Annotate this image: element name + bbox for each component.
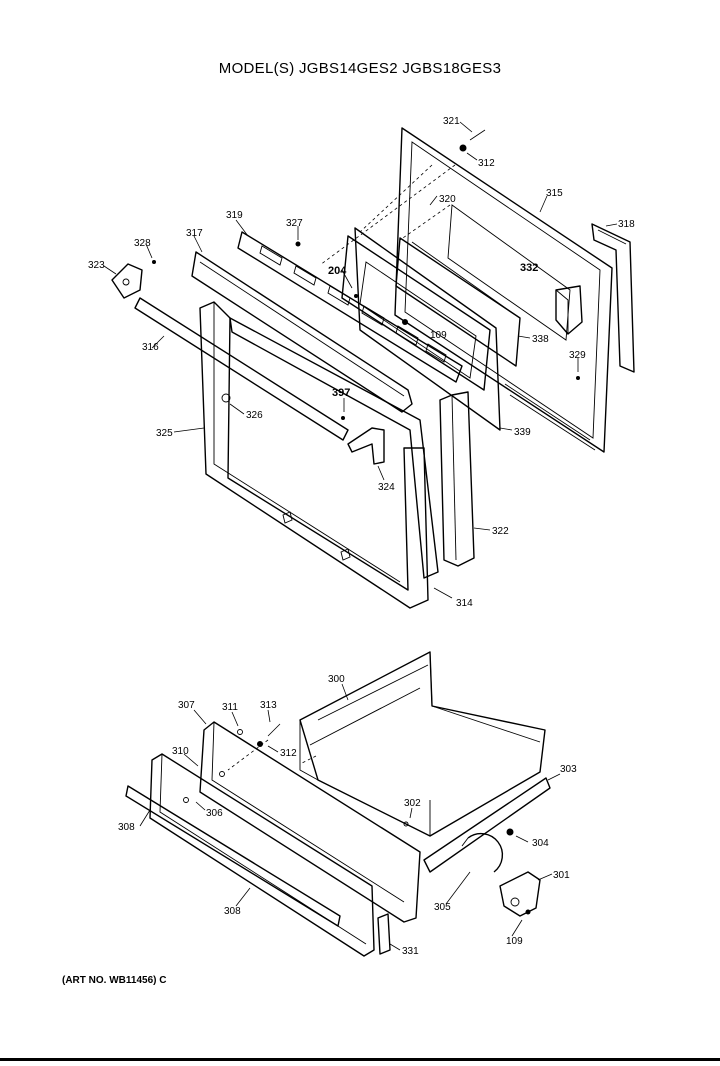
callout-303: 303 (560, 764, 577, 775)
window-frame (341, 235, 491, 391)
callout-397: 397 (332, 387, 350, 399)
callout-325: 325 (156, 428, 173, 439)
callout-316: 316 (142, 342, 159, 353)
outer-door-panel-325 (199, 301, 429, 609)
callout-329: 329 (569, 350, 586, 361)
callout-322: 322 (492, 526, 509, 537)
callout-332: 332 (520, 262, 538, 274)
window-pack-338 (395, 237, 521, 367)
drawer-front-307 (199, 721, 421, 923)
callout-320: 320 (439, 194, 456, 205)
callout-301: 301 (553, 870, 570, 881)
bottom-rule (0, 1058, 720, 1061)
callout-338: 338 (532, 334, 549, 345)
glass-frame-314 (229, 317, 439, 579)
door-glass-339 (354, 227, 501, 431)
callout-310: 310 (172, 746, 189, 757)
callout-312: 312 (478, 158, 495, 169)
callout-308-bottom: 308 (224, 906, 241, 917)
callout-304: 304 (532, 838, 549, 849)
inner-door-panel-315 (394, 127, 613, 453)
callout-318: 318 (618, 219, 635, 230)
latch-bracket-324 (347, 427, 385, 465)
callout-307: 307 (178, 700, 195, 711)
side-channel-322 (439, 391, 475, 567)
clip-331 (377, 913, 391, 955)
leader-lines-upper (103, 121, 618, 599)
callout-308-left: 308 (118, 822, 135, 833)
hinge-strip-318 (591, 223, 635, 373)
callout-302: 302 (404, 798, 421, 809)
hinge-piece-323 (111, 263, 143, 299)
callout-326: 326 (246, 410, 263, 421)
vent-bracket-332 (555, 285, 583, 335)
callout-339: 339 (514, 427, 531, 438)
drawer-handle-308 (125, 785, 341, 927)
drawer-body-300 (299, 651, 546, 837)
screws-upper (152, 129, 580, 420)
callout-313: 313 (260, 700, 277, 711)
callout-327: 327 (286, 218, 303, 229)
handle-rod-316 (134, 297, 349, 441)
callout-305: 305 (434, 902, 451, 913)
bracket-301 (499, 871, 541, 917)
callout-314: 314 (456, 598, 473, 609)
leader-lines-lower (139, 683, 561, 951)
callout-204: 204 (328, 265, 347, 277)
callout-109-lower: 109 (506, 936, 523, 947)
callout-315: 315 (546, 188, 563, 199)
drawer-trim-306 (149, 753, 375, 957)
callout-331: 331 (402, 946, 419, 957)
callout-306-upper: 306 (206, 808, 223, 819)
screws-lower (183, 723, 514, 836)
callout-311: 311 (222, 702, 238, 713)
callout-321: 321 (443, 116, 460, 127)
callout-300: 300 (328, 674, 345, 685)
callout-328: 328 (134, 238, 151, 249)
diagram-title: MODEL(S) JGBS14GES2 JGBS18GES3 (218, 60, 502, 77)
spring-clip-305 (461, 832, 504, 873)
art-number: (ART NO. WB11456) C (62, 975, 167, 986)
callout-109-upper: 109 (430, 330, 447, 341)
drawer-rail-303 (423, 777, 551, 873)
callout-317: 317 (186, 228, 203, 239)
door-frame-top-317 (191, 251, 413, 413)
callout-319: 319 (226, 210, 243, 221)
callout-324: 324 (378, 482, 395, 493)
callout-323: 323 (88, 260, 105, 271)
door-panel-319 (237, 231, 463, 383)
callout-312-lower: 312 (280, 748, 297, 759)
